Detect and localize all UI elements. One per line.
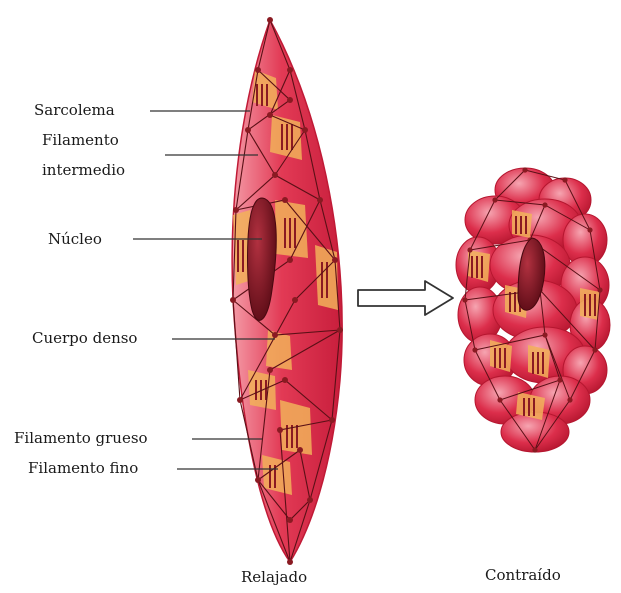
label-nucleo: Núcleo: [48, 229, 102, 249]
label-filamento-fino: Filamento fino: [28, 458, 138, 478]
label-filamento-intermedio-line1: Filamento: [42, 130, 119, 150]
caption-relajado: Relajado: [241, 568, 307, 586]
contracted-cell: [456, 167, 610, 452]
label-filamento-intermedio-line2: intermedio: [42, 160, 125, 180]
label-filamento-grueso: Filamento grueso: [14, 428, 148, 448]
label-cuerpo-denso: Cuerpo denso: [32, 328, 137, 348]
transition-arrow: [358, 281, 453, 315]
caption-contraido: Contraído: [485, 566, 561, 584]
relaxed-cell: [230, 17, 343, 565]
label-sarcolema: Sarcolema: [34, 100, 115, 120]
